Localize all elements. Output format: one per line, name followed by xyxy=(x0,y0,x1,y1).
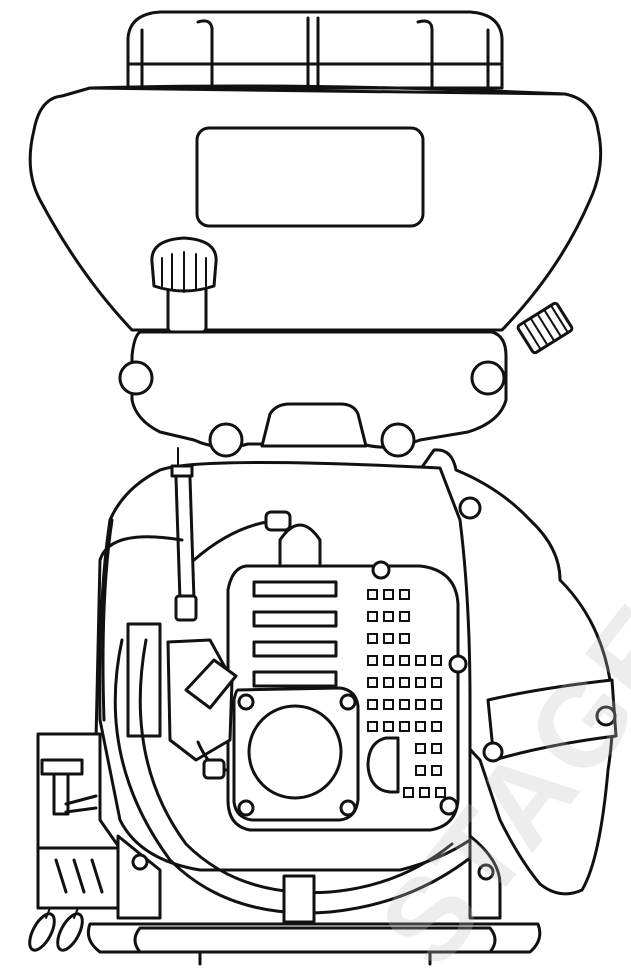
mounting-plate xyxy=(118,330,508,458)
filler-cap xyxy=(150,236,218,334)
shroud-handle-recess xyxy=(366,736,400,794)
vent-slot xyxy=(252,610,338,628)
vent-slot xyxy=(252,670,338,688)
hose-loop xyxy=(113,638,472,915)
vent-slot xyxy=(252,640,338,658)
vent-slot xyxy=(252,580,338,598)
blower-outlet-band xyxy=(486,678,618,762)
side-knob xyxy=(516,301,574,355)
base-frame xyxy=(86,834,542,966)
tank-label-plate xyxy=(195,126,425,228)
carburetor xyxy=(166,638,238,780)
fan-housing xyxy=(418,448,618,896)
fuel-line xyxy=(94,447,292,742)
muffler-cover xyxy=(232,686,360,822)
tank-cap xyxy=(126,10,504,90)
throttle-lever xyxy=(28,732,130,952)
chemical-tank xyxy=(28,84,603,332)
vent-grid xyxy=(367,589,446,798)
